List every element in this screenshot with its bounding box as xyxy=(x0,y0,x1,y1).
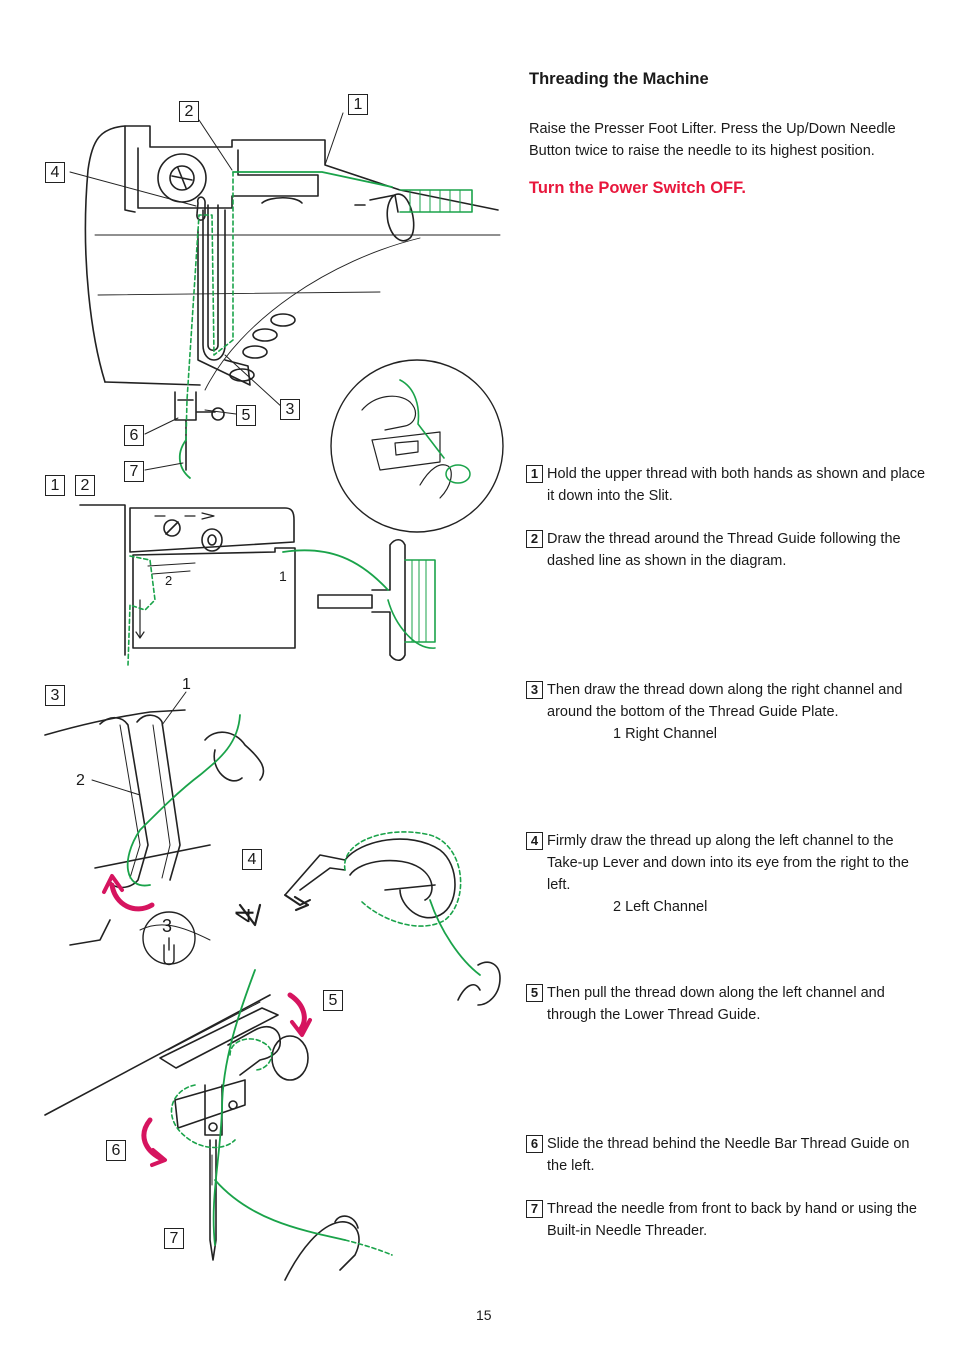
figure-3-badge-number: 3 xyxy=(162,916,173,936)
channel-label-2: 2 xyxy=(76,772,85,789)
step-legend: 2 Left Channel xyxy=(613,899,708,915)
step-text: Draw the thread around the Thread Guide … xyxy=(547,531,901,569)
guide-label-2: 2 xyxy=(165,573,173,588)
machine-head-illustration xyxy=(69,112,501,479)
step-number: 5 xyxy=(526,984,543,1002)
guide-label-1: 1 xyxy=(279,568,287,584)
step-text: Hold the upper thread with both hands as… xyxy=(547,466,926,504)
step-text: Thread the needle from front to back by … xyxy=(547,1201,917,1239)
figure-4-glyph: 4 xyxy=(229,908,260,923)
callout-6: 6 xyxy=(124,425,144,446)
callout-2: 2 xyxy=(179,101,199,122)
needle-bar-illustration xyxy=(44,969,393,1281)
step-number: 7 xyxy=(526,1200,543,1218)
step-1: 1 Hold the upper thread with both hands … xyxy=(526,463,926,507)
callout-4: 4 xyxy=(45,162,65,183)
intro-paragraph: Raise the Presser Foot Lifter. Press the… xyxy=(529,121,896,159)
step-5: 5 Then pull the thread down along the le… xyxy=(526,982,926,1026)
power-off-warning: Turn the Power Switch OFF. xyxy=(529,179,746,197)
step-label-7: 7 xyxy=(164,1228,184,1249)
step-text: Firmly draw the thread up along the left… xyxy=(547,833,909,893)
step-label-5: 5 xyxy=(323,990,343,1011)
step-6: 6 Slide the thread behind the Needle Bar… xyxy=(526,1133,926,1177)
page-title: Threading the Machine xyxy=(529,70,709,88)
callout-1: 1 xyxy=(348,94,368,115)
step-label-1: 1 xyxy=(45,475,65,496)
step-7: 7 Thread the needle from front to back b… xyxy=(526,1198,926,1242)
hands-detail-circle-illustration xyxy=(330,359,504,533)
callout-7: 7 xyxy=(124,461,144,482)
thread-guide-plate-illustration xyxy=(79,504,436,666)
step-number: 2 xyxy=(526,530,543,548)
step-2: 2 Draw the thread around the Thread Guid… xyxy=(526,528,926,572)
step-label-4: 4 xyxy=(242,849,262,870)
step-3: 3 Then draw the thread down along the ri… xyxy=(526,679,926,745)
callout-5: 5 xyxy=(236,405,256,426)
step-label-3: 3 xyxy=(45,685,65,706)
channels-illustration xyxy=(44,691,265,966)
step-4: 4 Firmly draw the thread up along the le… xyxy=(526,830,926,918)
take-up-lever-illustration xyxy=(238,831,501,1006)
step-text: Then draw the thread down along the righ… xyxy=(547,682,903,720)
step-number: 4 xyxy=(526,832,543,850)
step-number: 3 xyxy=(526,681,543,699)
step-label-2: 2 xyxy=(75,475,95,496)
step-number: 1 xyxy=(526,465,543,483)
step-text: Then pull the thread down along the left… xyxy=(547,985,885,1023)
page-number: 15 xyxy=(476,1307,492,1323)
step-text: Slide the thread behind the Needle Bar T… xyxy=(547,1136,910,1174)
step-number: 6 xyxy=(526,1135,543,1153)
channel-label-1: 1 xyxy=(182,676,191,693)
step-label-6: 6 xyxy=(106,1140,126,1161)
callout-3: 3 xyxy=(280,399,300,420)
step-legend: 1 Right Channel xyxy=(613,726,717,742)
